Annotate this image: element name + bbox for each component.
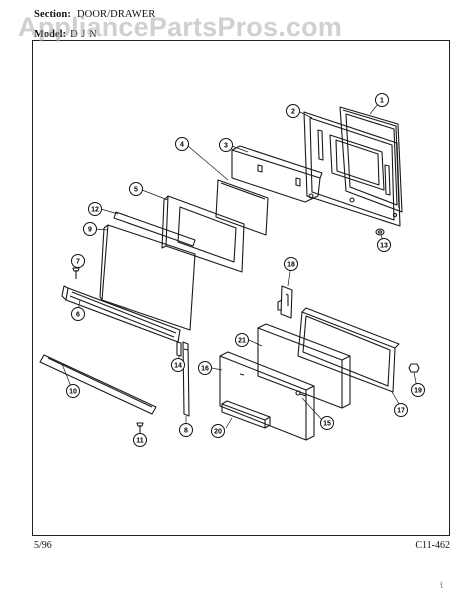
footer-page-code: C11-462 (415, 540, 450, 551)
part-20-drawer-stop (221, 400, 271, 429)
svg-text:16: 16 (201, 366, 209, 373)
svg-text:9: 9 (88, 227, 92, 234)
svg-text:13: 13 (380, 243, 388, 250)
callout-12: 12 (88, 202, 102, 216)
svg-text:3: 3 (224, 143, 228, 150)
section-value: DOOR/DRAWER (76, 9, 156, 20)
part-3-vent-trim (231, 145, 323, 203)
callout-8: 8 (179, 423, 193, 437)
svg-text:11: 11 (136, 438, 144, 445)
svg-text:7: 7 (76, 259, 80, 266)
part-21-drawer-back (257, 323, 351, 409)
svg-text:2: 2 (291, 109, 295, 116)
callout-19: 19 (411, 383, 425, 397)
callout-labels: 1 2 3 4 5 12 9 7 6 10 11 8 14 18 13 21 1… (66, 93, 425, 447)
callout-10: 10 (66, 384, 80, 398)
svg-text:1: 1 (380, 98, 384, 105)
part-10-lower-trim (39, 354, 157, 415)
watermark-text: AppliancePartsPros.com (18, 12, 343, 42)
svg-text:10: 10 (69, 389, 77, 396)
callout-9: 9 (83, 222, 97, 236)
part-12-spacer-strip (113, 211, 196, 247)
model-heading: Model:D J N (34, 29, 97, 40)
part-4-glass-panel (215, 179, 269, 236)
model-value: D J N (70, 29, 98, 40)
svg-text:20: 20 (214, 429, 222, 436)
callout-13: 13 (377, 238, 391, 252)
svg-text:6: 6 (76, 312, 80, 319)
part-11-screw (136, 422, 144, 434)
svg-text:5: 5 (134, 187, 138, 194)
callout-6: 6 (71, 307, 85, 321)
model-label: Model: (34, 29, 67, 40)
section-label: Section: (34, 9, 71, 20)
diagram-frame (32, 40, 450, 536)
callout-18: 18 (284, 257, 298, 271)
part-18-drawer-bracket (277, 285, 293, 319)
footer-date: 5/96 (34, 540, 52, 551)
part-16-drawer-front (219, 351, 315, 441)
svg-text:18: 18 (287, 262, 295, 269)
svg-text:17: 17 (397, 408, 405, 415)
callout-20: 20 (211, 424, 225, 438)
part-5-window-frame (161, 195, 245, 273)
svg-text:21: 21 (238, 338, 246, 345)
callout-5: 5 (129, 182, 143, 196)
callout-11: 11 (133, 433, 147, 447)
part-17-drawer-tray (297, 307, 400, 393)
callout-15: 15 (320, 416, 334, 430)
part-15-screw (295, 390, 307, 397)
part-8-slide-rail (182, 341, 190, 417)
part-13-grommet (375, 228, 385, 236)
svg-text:19: 19 (414, 388, 422, 395)
part-14-small-bracket (176, 341, 182, 357)
part-9-outer-door-panel (99, 224, 196, 331)
callout-16: 16 (198, 361, 212, 375)
callout-21: 21 (235, 333, 249, 347)
callout-7: 7 (71, 254, 85, 268)
section-heading: Section: DOOR/DRAWER (34, 9, 155, 20)
svg-text:15: 15 (323, 421, 331, 428)
part-2-inner-door-panel (303, 111, 401, 227)
callout-3: 3 (219, 138, 233, 152)
callout-2: 2 (286, 104, 300, 118)
part-7-screw (72, 267, 80, 279)
callout-1: 1 (375, 93, 389, 107)
callout-4: 4 (175, 137, 189, 151)
svg-text:14: 14 (174, 363, 182, 370)
svg-text:4: 4 (180, 142, 184, 149)
callout-17: 17 (394, 403, 408, 417)
part-19-nut (408, 363, 420, 373)
callout-14: 14 (171, 358, 185, 372)
svg-text:8: 8 (184, 428, 188, 435)
svg-text:12: 12 (91, 207, 99, 214)
